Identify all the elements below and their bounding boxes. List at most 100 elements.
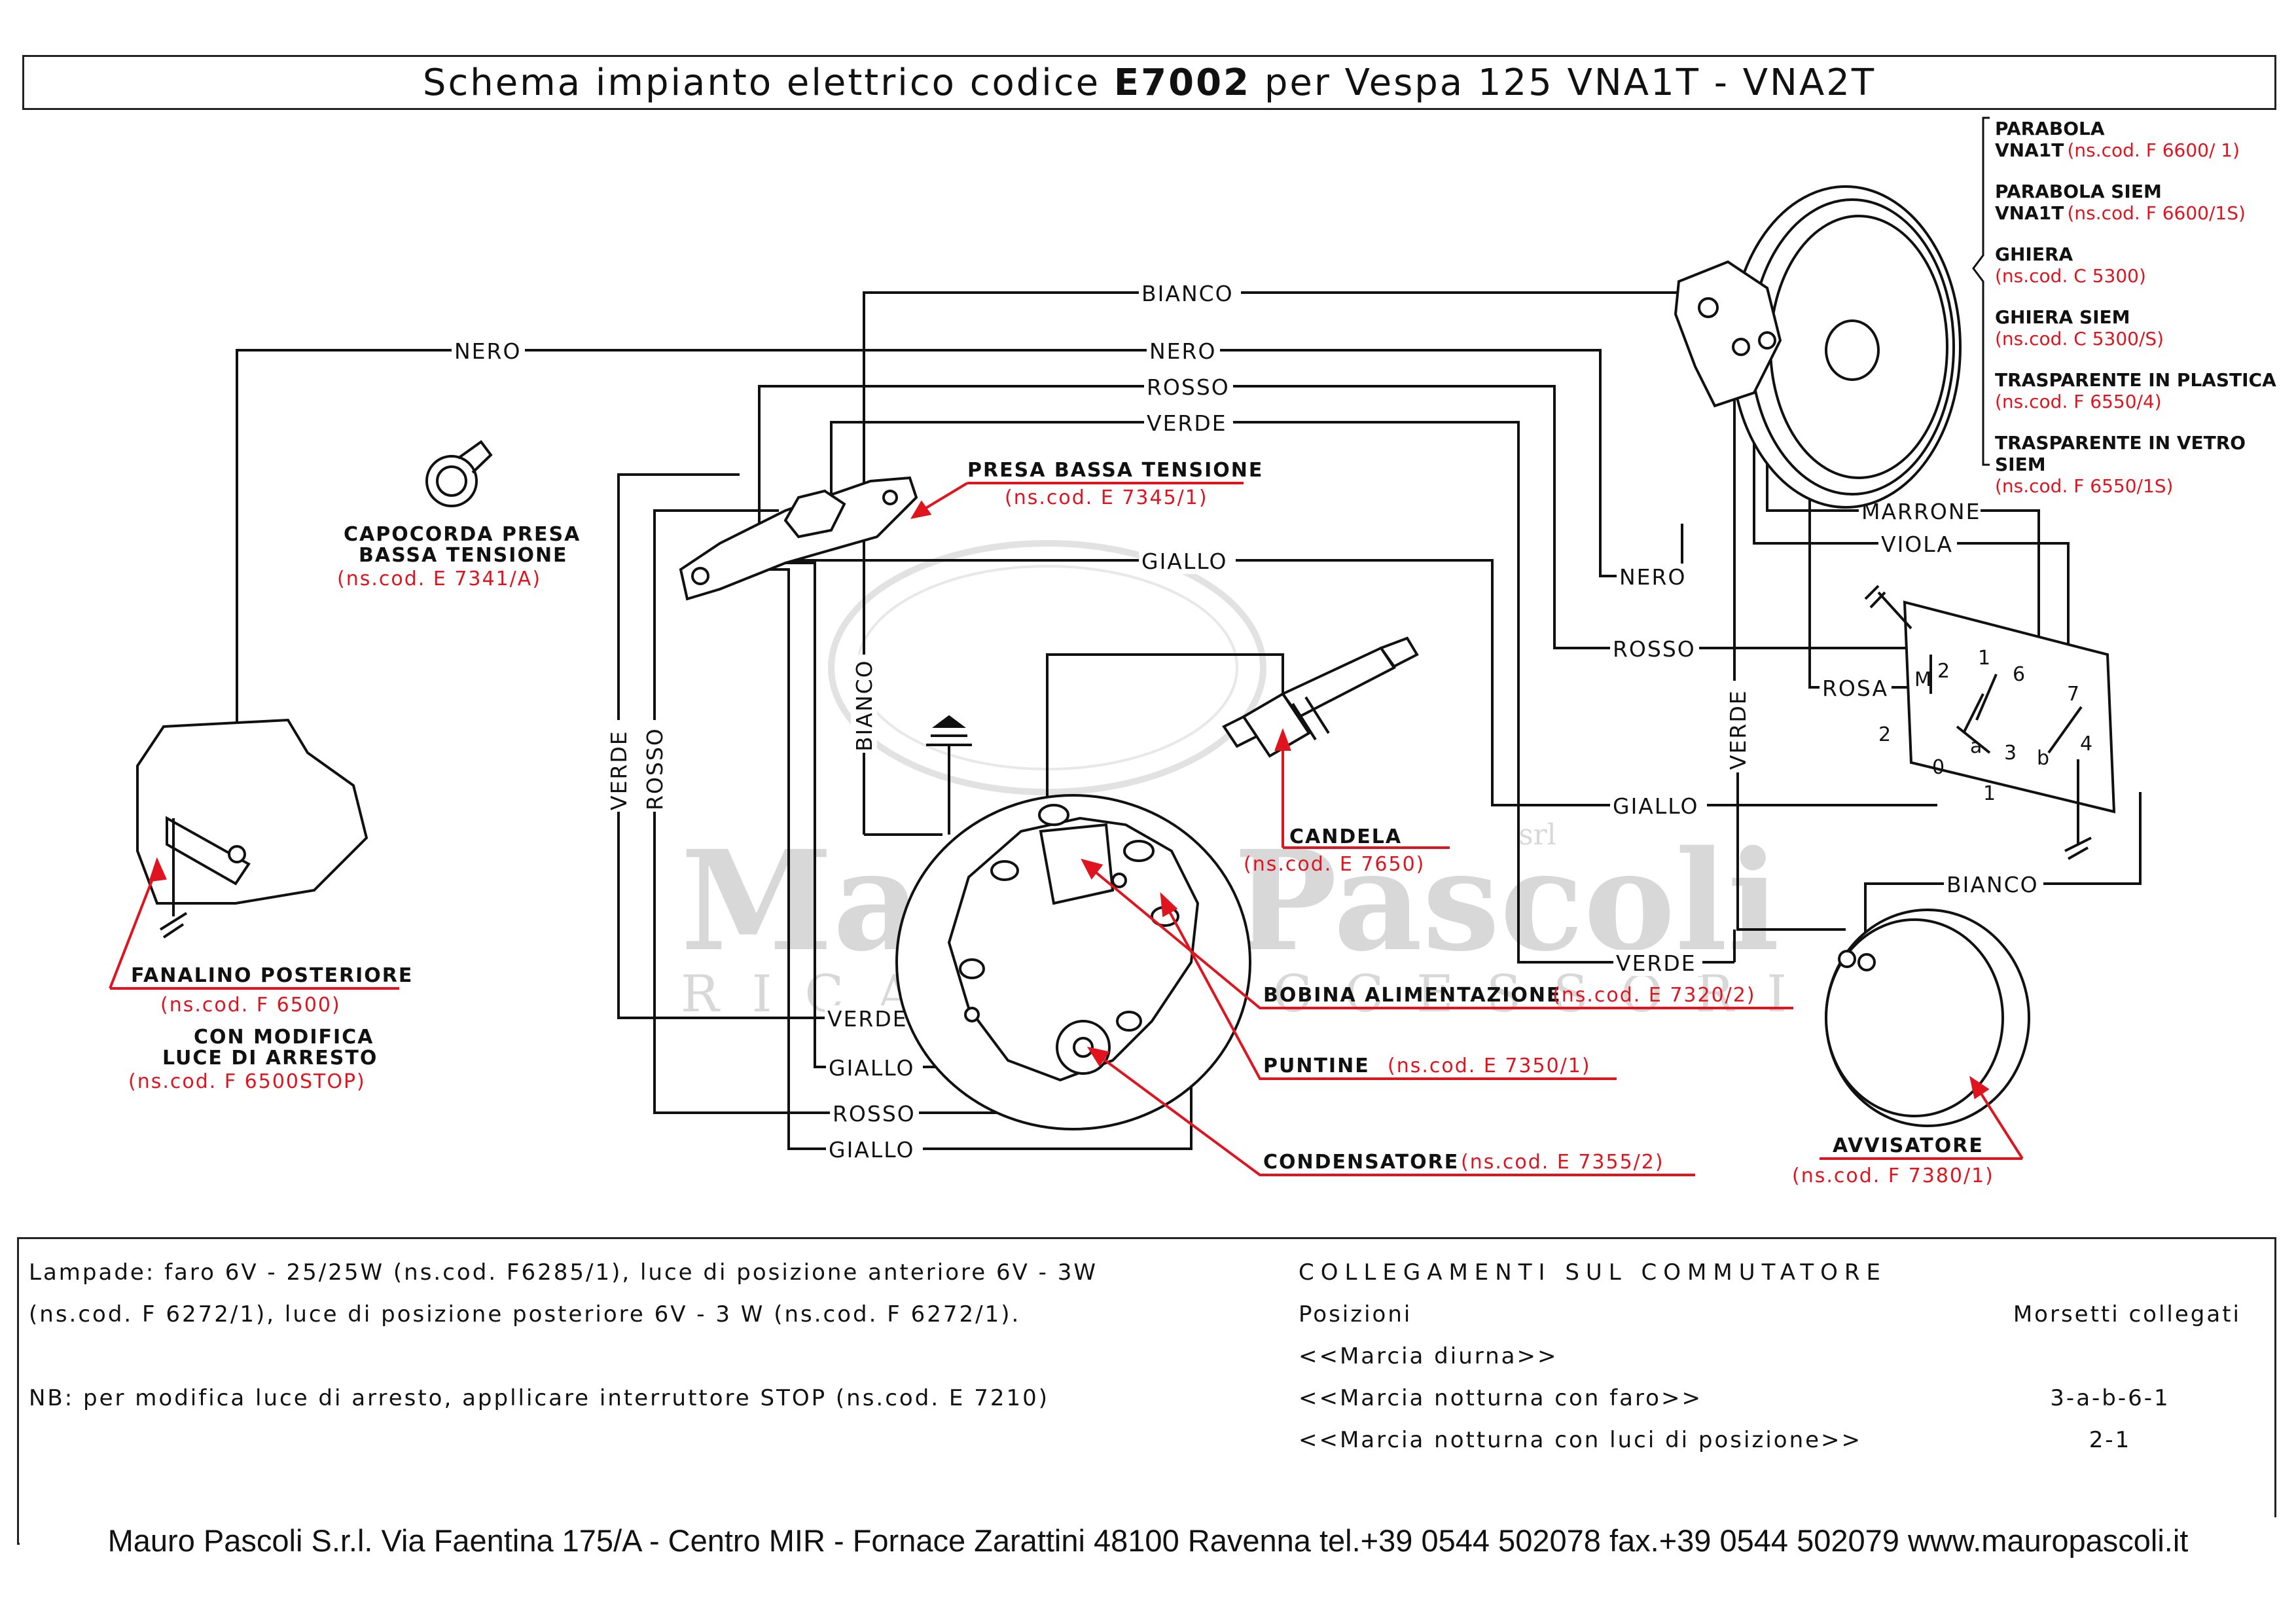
switch-terminal-3: 3	[2004, 742, 2017, 765]
parts-list-item-name: TRASPARENTE IN VETRO SIEM	[1995, 432, 2246, 475]
parts-list-item-model: VNA1T	[1995, 139, 2064, 161]
parts-list-item-name: GHIERA SIEM	[1995, 306, 2130, 328]
fanalino-posteriore-icon	[136, 718, 368, 905]
wiring-diagram: Mauro Pascoli RICAMBI ACCESSORI srl	[109, 117, 2142, 1187]
collegamenti-pos: <<Marcia diurna>>	[1299, 1343, 1558, 1369]
condensatore-code: (ns.cod. E 7355/2)	[1461, 1151, 1664, 1174]
collegamenti-row: <<Marcia notturna con luci di posizione>…	[1299, 1419, 2241, 1461]
switch-terminal-1b: 1	[1983, 782, 1996, 805]
switch-terminal-2a: 2	[1937, 660, 1950, 683]
switch-terminal-0: 0	[1932, 756, 1945, 779]
label-giallo-left1: GIALLO	[829, 1055, 914, 1081]
parts-list-item: GHIERA(ns.cod. C 5300)	[1995, 244, 2283, 291]
collegamenti-val	[1979, 1335, 2241, 1377]
notes-left: Lampade: faro 6V - 25/25W (ns.cod. F6285…	[29, 1252, 1259, 1419]
presa-arrow	[910, 482, 969, 519]
avvisatore-label: AVVISATORE	[1833, 1134, 1984, 1157]
condensatore-label: CONDENSATORE	[1263, 1151, 1459, 1174]
parts-list-item-code: (ns.cod. F 6550/1S)	[1995, 475, 2174, 497]
commutatore-ground-bottom-icon	[2064, 759, 2092, 860]
switch-terminal-a: a	[1970, 735, 1982, 758]
label-bianco-top: BIANCO	[1141, 281, 1234, 306]
title-box: Schema impianto elettrico codice E7002 p…	[22, 55, 2276, 110]
commutatore-icon	[1903, 600, 2116, 814]
label-giallo-mid: GIALLO	[1141, 549, 1227, 574]
label-rosso-top: ROSSO	[1147, 374, 1230, 400]
collegamenti-col1: Posizioni	[1299, 1301, 1412, 1327]
collegamenti-panel: COLLEGAMENTI SUL COMMUTATORE Posizioni M…	[1299, 1252, 2241, 1461]
switch-terminal-7: 7	[2067, 683, 2079, 706]
parts-list-item-model: VNA1T	[1995, 202, 2064, 224]
label-giallo-switch: GIALLO	[1613, 793, 1698, 819]
label-verde-top: VERDE	[1147, 410, 1227, 436]
wire-nero-head	[1283, 349, 1683, 577]
capocorda-label-line2: BASSA TENSIONE	[359, 544, 568, 567]
avvisatore-arrow	[1820, 1075, 2024, 1160]
fanalino-code: (ns.cod. F 6500)	[160, 994, 341, 1017]
collegamenti-val: 2-1	[2089, 1427, 2132, 1453]
footer: Mauro Pascoli S.r.l. Via Faentina 175/A …	[20, 1517, 2276, 1563]
magneto-icon	[895, 794, 1251, 1130]
candela-arrow	[1274, 728, 1450, 849]
label-marrone: MARRONE	[1861, 499, 1981, 524]
parts-list-item-name: PARABOLA SIEM	[1995, 181, 2162, 202]
switch-terminal-4: 4	[2080, 732, 2092, 755]
candela-code: (ns.cod. E 7650)	[1244, 853, 1425, 876]
collegamenti-row: <<Marcia notturna con faro>> 3-a-b-6-1	[1299, 1377, 2241, 1419]
condensatore-arrow	[1086, 1047, 1695, 1176]
puntine-label: PUNTINE	[1263, 1055, 1370, 1077]
wire-label-group: BIANCO NERO NERO ROSSO VERDE GIALLO NERO…	[452, 280, 2043, 1163]
avvisatore-code: (ns.cod. F 7380/1)	[1792, 1164, 1994, 1187]
label-bianco-vertical: BIANCO	[852, 659, 877, 751]
label-bianco-horn: BIANCO	[1946, 872, 2039, 897]
watermark-srl: srl	[1518, 818, 1556, 852]
label-verde-vertical-right: VERDE	[1725, 689, 1751, 770]
label-verde-left: VERDE	[827, 1006, 908, 1032]
candela-label: CANDELA	[1289, 825, 1402, 848]
presa-label: PRESA BASSA TENSIONE	[967, 459, 1263, 482]
switch-terminal-m: M	[1914, 668, 1931, 691]
fanalino-mod2: LUCE DI ARRESTO	[162, 1047, 378, 1070]
title-code: E7002	[1113, 61, 1251, 104]
footer-address: Mauro Pascoli S.r.l. Via Faentina 175/A …	[107, 1523, 2189, 1558]
magneto-ground-icon	[926, 715, 972, 835]
wire-bianco-top	[863, 291, 1696, 835]
puntine-arrow	[1160, 892, 1617, 1080]
notes-line2: (ns.cod. F 6272/1), luce di posizione po…	[29, 1301, 1021, 1327]
label-nero-tail: NERO	[454, 338, 521, 364]
page-title: Schema impianto elettrico codice E7002 p…	[423, 62, 1876, 104]
parts-list-brace	[1972, 117, 1990, 466]
bobina-arrow	[1081, 858, 1793, 1009]
collegamenti-val: 3-a-b-6-1	[2050, 1385, 2170, 1411]
parts-list-item-name: TRASPARENTE IN PLASTICA	[1995, 369, 2276, 391]
switch-terminal-2b: 2	[1878, 723, 1891, 746]
title-prefix: Schema impianto elettrico codice	[422, 61, 1114, 104]
label-nero-switch: NERO	[1619, 564, 1686, 590]
wire-verde-top	[830, 421, 1734, 964]
bobina-code: (ns.cod. E 7320/2)	[1552, 984, 1756, 1007]
presa-code: (ns.cod. E 7345/1)	[1005, 486, 1208, 509]
collegamenti-row: <<Marcia diurna>>	[1299, 1335, 2241, 1377]
collegamenti-pos: <<Marcia notturna con luci di posizione>…	[1299, 1427, 1863, 1453]
label-rosa: ROSA	[1822, 676, 1888, 701]
parts-list-item-code: (ns.cod. F 6550/4)	[1995, 391, 2162, 412]
parts-list-item-name: GHIERA	[1995, 244, 2073, 265]
parts-list-item: GHIERA SIEM(ns.cod. C 5300/S)	[1995, 306, 2283, 353]
label-rosso-switch: ROSSO	[1613, 636, 1696, 662]
bobina-label: BOBINA ALIMENTAZIONE	[1263, 984, 1562, 1007]
puntine-code: (ns.cod. E 7350/1)	[1388, 1055, 1591, 1077]
label-viola: VIOLA	[1881, 532, 1953, 557]
fanalino-mod1: CON MODIFICA	[194, 1026, 374, 1049]
label-rosso-vertical: ROSSO	[642, 727, 668, 810]
collegamenti-header-row: Posizioni Morsetti collegati	[1299, 1293, 2241, 1335]
parts-list-item-code: (ns.cod. C 5300)	[1995, 265, 2146, 287]
commutatore-ground-top-icon	[1864, 585, 1912, 630]
title-suffix: per Vespa 125 VNA1T - VNA2T	[1251, 61, 1876, 104]
headlight-icon	[1674, 185, 1962, 509]
candela-icon	[1222, 636, 1419, 758]
capocorda-icon	[425, 440, 493, 507]
parts-list-item: TRASPARENTE IN PLASTICA(ns.cod. F 6550/4…	[1995, 369, 2283, 416]
label-nero-head: NERO	[1149, 338, 1216, 364]
switch-terminal-1a: 1	[1978, 647, 1990, 670]
